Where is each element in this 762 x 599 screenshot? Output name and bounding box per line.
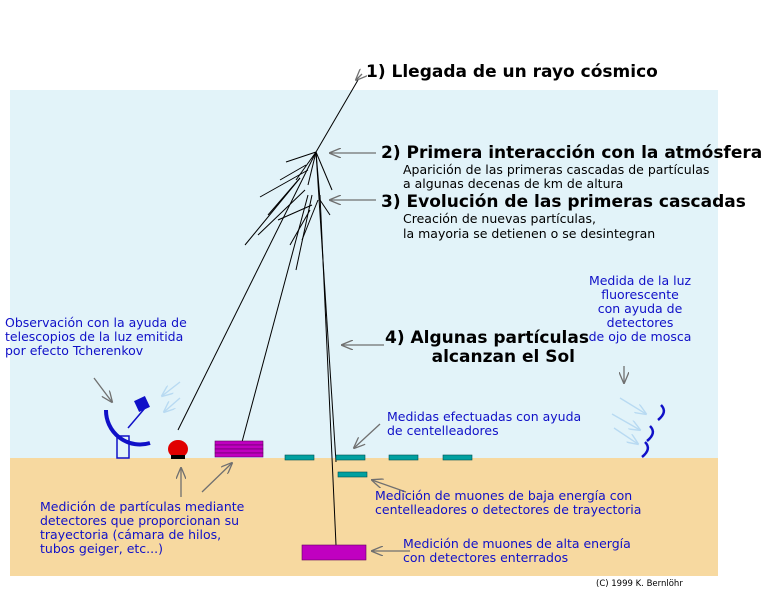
fluorescence-note-line-1: Medida de la luz — [588, 273, 692, 288]
tracking-detector — [168, 440, 188, 459]
telescope-mirror — [103, 409, 151, 447]
step-1-title: 1) Llegada de un rayo cósmico — [366, 62, 658, 82]
copyright-notice: (C) 1999 K. Bernlöhr — [596, 579, 683, 589]
high-energy-muons-note-line-1: Medición de muones de alta energía — [403, 536, 631, 551]
scintillator — [284, 454, 315, 461]
step-2-line-2: a algunas decenas de km de altura — [403, 176, 624, 191]
pointer-arrows — [93, 74, 624, 551]
low-energy-muon-detector — [337, 471, 368, 478]
step-3-title: 3) Evolución de las primeras cascadas — [381, 192, 746, 212]
fluorescence-note-line-3: con ayuda de — [597, 301, 683, 316]
fluorescence-note-line-4: detectores — [606, 315, 674, 330]
telescope-camera — [134, 396, 150, 412]
atmosphere-region — [10, 90, 718, 458]
step-4-text: 4) Algunas partículas alcanzan el Sol — [385, 328, 589, 368]
low-energy-muons-note-line-1: Medición de muones de baja energía con — [375, 488, 633, 503]
buried-muon-detector — [301, 544, 367, 561]
step-3-line-1: Creación de nuevas partículas, — [403, 211, 597, 226]
cherenkov-telescope — [103, 396, 151, 459]
cherenkov-note-line-3: por efecto Tcherenkov — [5, 343, 144, 358]
scintillator — [442, 454, 473, 461]
tracking-note-line-2: detectores que proporcionan su — [40, 513, 239, 528]
particle-shower — [177, 79, 359, 546]
scintillators-note-line-1: Medidas efectuadas con ayuda — [387, 409, 582, 424]
tracking-note: Medición de partículas mediante detector… — [40, 500, 244, 556]
cherenkov-note-line-1: Observación con la ayuda de — [5, 315, 187, 330]
tracking-note-line-4: tubos geiger, etc...) — [40, 541, 163, 556]
step-3-line-2: la mayoria se detienen o se desintegran — [403, 226, 656, 241]
tracking-note-line-1: Medición de partículas mediante — [40, 499, 245, 514]
step-2-title: 2) Primera interacción con la atmósfera — [381, 143, 762, 163]
cherenkov-note-line-2: telescopios de la luz emitida — [5, 329, 184, 344]
scintillators-note: Medidas efectuadas con ayuda de centelle… — [387, 410, 581, 438]
cosmic-ray-shower-diagram — [10, 0, 718, 576]
scintillator — [335, 454, 366, 461]
surface-tracking-stack — [214, 440, 264, 458]
low-energy-muons-note-line-2: centelleadores o detectores de trayector… — [375, 502, 642, 517]
cherenkov-note: Observación con la ayuda de telescopios … — [5, 316, 187, 358]
fluorescence-note: Medida de la luz fluorescente con ayuda … — [582, 274, 698, 344]
fluorescence-note-line-2: fluorescente — [601, 287, 679, 302]
step-4-line-2: alcanzan el Sol — [431, 347, 575, 368]
step-4-line-1: 4) Algunas partículas — [385, 328, 589, 348]
fluorescence-note-line-5: de ojo de mosca — [588, 329, 692, 344]
primary-cosmic-ray-track — [315, 79, 359, 153]
high-energy-muons-note: Medición de muones de alta energía con d… — [403, 537, 631, 565]
fly-eye-detectors — [641, 404, 666, 458]
telescope-stand — [116, 435, 130, 459]
tracking-note-line-3: trayectoria (cámara de hilos, — [40, 527, 222, 542]
scintillator — [388, 454, 419, 461]
light-arrows — [162, 381, 646, 444]
low-energy-muons-note: Medición de muones de baja energía con c… — [375, 489, 641, 517]
high-energy-muons-note-line-2: con detectores enterrados — [403, 550, 569, 565]
scintillators-note-line-2: de centelleadores — [387, 423, 499, 438]
step-2-line-1: Aparición de las primeras cascadas de pa… — [403, 162, 710, 177]
scintillator-array — [284, 454, 473, 478]
